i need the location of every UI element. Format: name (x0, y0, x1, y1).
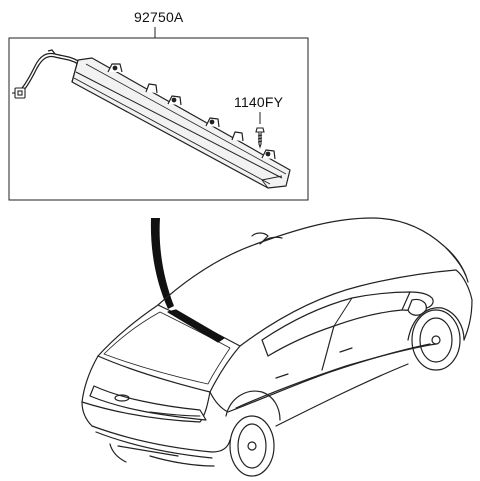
part-code-1140FY: 1140FY (234, 94, 284, 110)
detail-frame (8, 37, 309, 201)
screw (255, 127, 265, 149)
part-code-92750A: 92750A (134, 9, 184, 25)
stop-lamp-assembly (71, 57, 291, 189)
emblem (114, 394, 130, 402)
wire-connector (12, 87, 26, 99)
stop-lamp-on-vehicle (167, 309, 225, 343)
vehicle (81, 217, 473, 477)
wire-harness (21, 49, 79, 91)
pointer-arrow (150, 218, 174, 309)
